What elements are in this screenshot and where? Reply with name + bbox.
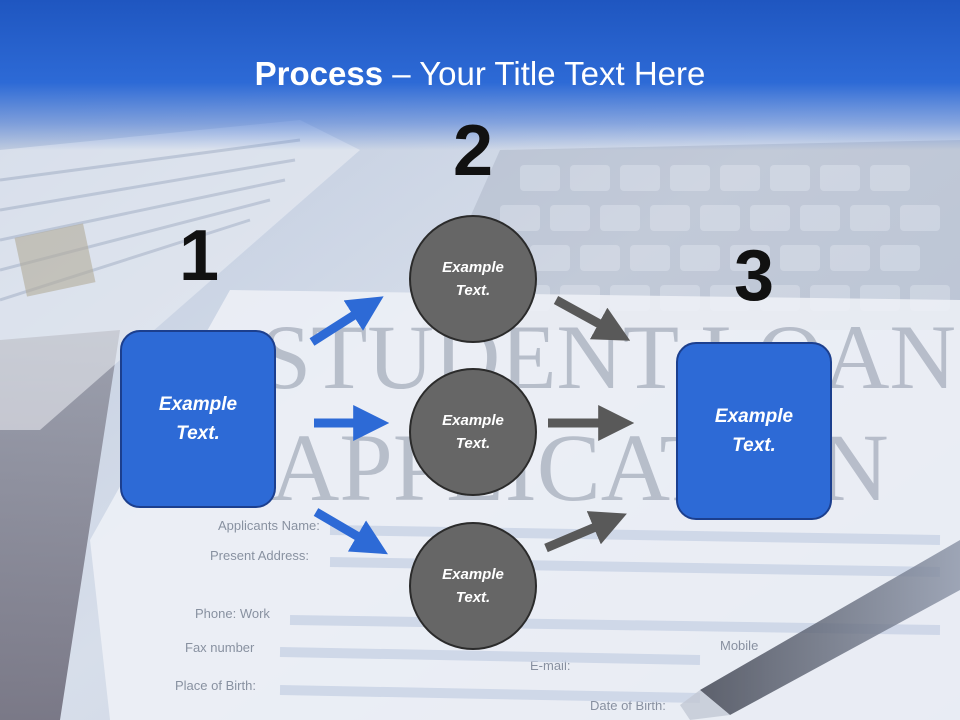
step-3-box-text: Example Text. — [714, 406, 794, 456]
form-label: Fax number — [185, 640, 255, 655]
title-band — [0, 0, 960, 150]
circle-middle-text: Example Text. — [442, 412, 504, 452]
slide-title: Process – Your Title Text Here — [0, 52, 960, 96]
circle-top-text: Example Text. — [442, 259, 504, 299]
step-3-box: Example Text. — [676, 342, 832, 520]
step-number-3: 3 — [733, 236, 775, 316]
form-label: Mobile — [720, 638, 758, 653]
pen — [680, 540, 960, 720]
form-label: Place of Birth: — [175, 678, 256, 693]
step-1-box: Example Text. — [120, 330, 276, 508]
step-2-circle-middle: Example Text. — [409, 368, 537, 496]
step-2-circle-top: Example Text. — [409, 215, 537, 343]
form-label: Phone: Work — [195, 606, 270, 621]
title-keyword: Process — [254, 55, 384, 92]
form-label: Present Address: — [210, 548, 309, 563]
circle-bottom-text: Example Text. — [442, 566, 504, 606]
paper-stack — [0, 120, 360, 430]
title-text: – Your Title Text Here — [383, 55, 706, 92]
form-heading-line1: STUDENT LOAN — [260, 306, 956, 408]
form-label: Applicants Name: — [218, 518, 320, 533]
step-2-circle-bottom: Example Text. — [409, 522, 537, 650]
step-number-1: 1 — [178, 216, 220, 296]
step-number-2: 2 — [452, 111, 494, 191]
step-1-box-text: Example Text. — [158, 394, 238, 444]
